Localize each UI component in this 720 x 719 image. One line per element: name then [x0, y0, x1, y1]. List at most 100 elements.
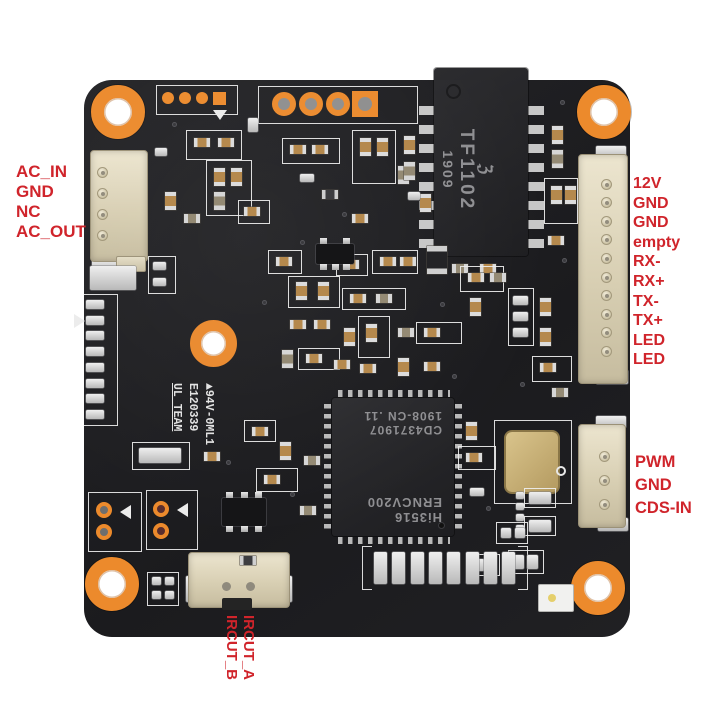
- solder-pad: [529, 492, 551, 504]
- pin-dot: [602, 478, 607, 483]
- silkscreen-outline: [372, 250, 418, 274]
- silkscreen-outline: [352, 130, 396, 184]
- smd-component: [244, 207, 260, 216]
- pin-label-led: LED: [633, 331, 665, 349]
- chip-pins-right: [527, 106, 544, 258]
- smd-component: [552, 150, 563, 168]
- bottom-solder-pad: [483, 552, 497, 584]
- bottom-solder-pad: [374, 552, 387, 584]
- sot23-transistor: [222, 498, 266, 526]
- transistor-leg: [255, 492, 262, 498]
- smd-component: [398, 328, 414, 337]
- solder-pad: [90, 266, 136, 290]
- pin-label-gnd: GND: [16, 182, 54, 201]
- connector-pin: [600, 252, 612, 264]
- silkscreen-outline: [186, 130, 242, 160]
- smd-component: [252, 427, 268, 436]
- soc-pins-left: [324, 404, 331, 530]
- smd-component: [490, 273, 506, 282]
- smd-component: [404, 162, 415, 180]
- edge-solder-pad: [86, 362, 104, 372]
- via: [262, 300, 267, 305]
- solder-pad: [152, 577, 161, 585]
- pin-dot: [602, 454, 607, 459]
- via: [172, 122, 177, 127]
- smd-component: [400, 257, 416, 266]
- smd-component: [322, 190, 338, 199]
- solder-pad: [162, 92, 174, 104]
- silkscreen-outline: [148, 256, 176, 294]
- solder-pad: [516, 514, 524, 521]
- pin-dot: [604, 219, 609, 224]
- bottom-solder-pad: [502, 552, 516, 584]
- solder-pad: [527, 555, 538, 569]
- transistor-leg: [240, 526, 248, 532]
- soc-chip: [332, 398, 454, 536]
- jumper-pads-box: [146, 490, 198, 550]
- bottom-solder-pad: [410, 552, 424, 584]
- connector-pin: [246, 582, 255, 591]
- smd-component: [540, 298, 551, 316]
- pin-dot: [604, 201, 609, 206]
- bottom-solder-pad: [465, 552, 479, 584]
- solder-pad: [470, 488, 484, 496]
- footprint-bracket-left: [362, 546, 372, 590]
- edge-solder-pad: [86, 378, 104, 388]
- smd-component: [240, 556, 256, 565]
- smd-component: [376, 294, 392, 303]
- connector-notch: [222, 598, 252, 610]
- pin-dot: [604, 256, 609, 261]
- solder-pad-hole: [326, 92, 350, 116]
- jumper-hole: [153, 501, 169, 517]
- solder-pad: [248, 118, 258, 132]
- silkscreen-outline: [532, 356, 572, 382]
- smd-component: [290, 320, 306, 329]
- smd-component: [304, 456, 320, 465]
- transistor-leg: [331, 264, 339, 270]
- solder-pad-hole: [272, 92, 296, 116]
- silkscreen-outline: [268, 250, 302, 274]
- smd-component: [470, 298, 481, 316]
- smd-component: [314, 320, 330, 329]
- connector-pin: [600, 215, 612, 227]
- solder-pad: [513, 296, 528, 305]
- pin-label-gnd: GND: [633, 194, 669, 212]
- transistor-leg: [240, 492, 248, 498]
- smd-component: [360, 364, 376, 373]
- jumper-triangle-marker: [120, 505, 131, 519]
- pin-label-pwm: PWM: [635, 453, 676, 471]
- solder-pad: [513, 555, 524, 569]
- mounting-hole-top-left: [91, 85, 145, 139]
- smd-component: [204, 452, 220, 461]
- edge-connector-footprint: [84, 294, 118, 426]
- pin-dot: [604, 238, 609, 243]
- pin-dot: [100, 170, 105, 175]
- connector-pin: [600, 271, 612, 283]
- connector-pin: [598, 498, 610, 510]
- solder-pad: [475, 559, 484, 571]
- connector-pin: [598, 450, 610, 462]
- via: [440, 302, 445, 307]
- smd-component: [300, 506, 316, 515]
- bottom-solder-pad: [428, 552, 442, 584]
- silkscreen-outline: [156, 85, 238, 115]
- smd-component: [343, 260, 359, 269]
- silkscreen-outline: [342, 288, 406, 310]
- silkscreen-outline: [416, 322, 462, 344]
- chip-pins-left: [419, 106, 435, 258]
- silkscreen-outline: [206, 160, 252, 216]
- silkscreen-outline: [238, 200, 270, 224]
- bottom-solder-pad: [447, 552, 461, 584]
- pin-dot: [604, 349, 609, 354]
- via: [560, 100, 565, 105]
- silkscreen-outline: [508, 288, 534, 346]
- pin-dot: [100, 233, 105, 238]
- connector-pin: [96, 208, 108, 220]
- solder-pad: [513, 312, 528, 321]
- smd-component: [398, 166, 409, 184]
- connector-pin: [96, 187, 108, 199]
- smd-component: [424, 328, 440, 337]
- pin-label-nc: NC: [16, 202, 41, 221]
- pin-dot: [604, 182, 609, 187]
- smd-component: [214, 192, 225, 210]
